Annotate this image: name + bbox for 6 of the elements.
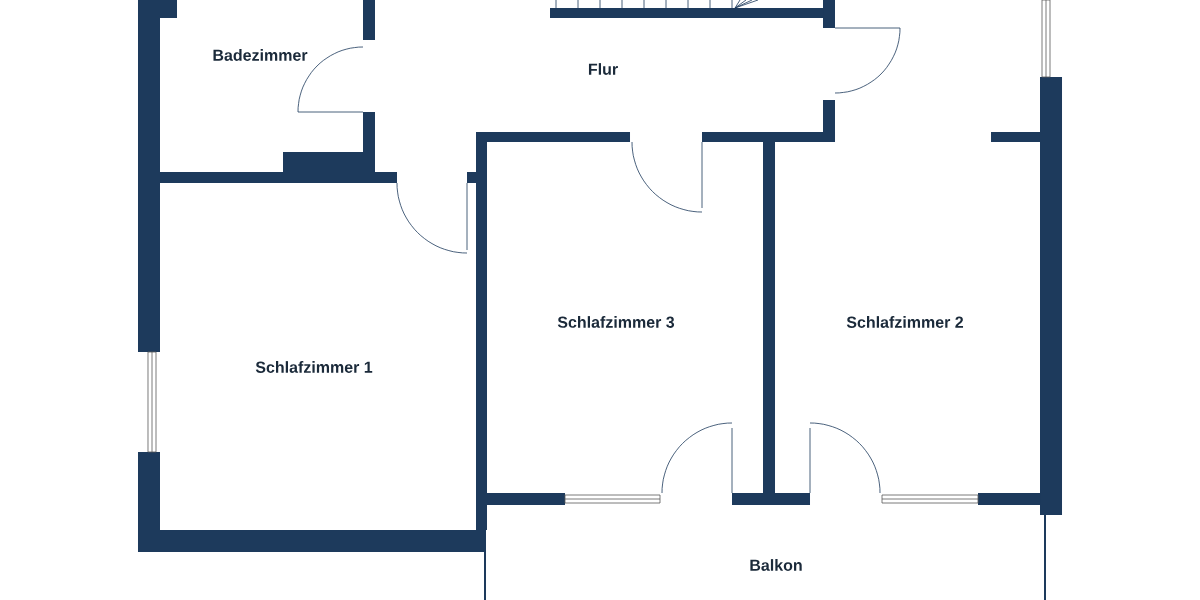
room-label: Balkon	[750, 559, 802, 571]
room-label: Schlafzimmer 2	[846, 316, 964, 328]
room-label: Schlafzimmer 3	[557, 316, 675, 328]
room-label: Flur	[588, 63, 618, 75]
room-label: Badezimmer	[213, 49, 308, 61]
room-label: Schlafzimmer 1	[255, 361, 373, 373]
